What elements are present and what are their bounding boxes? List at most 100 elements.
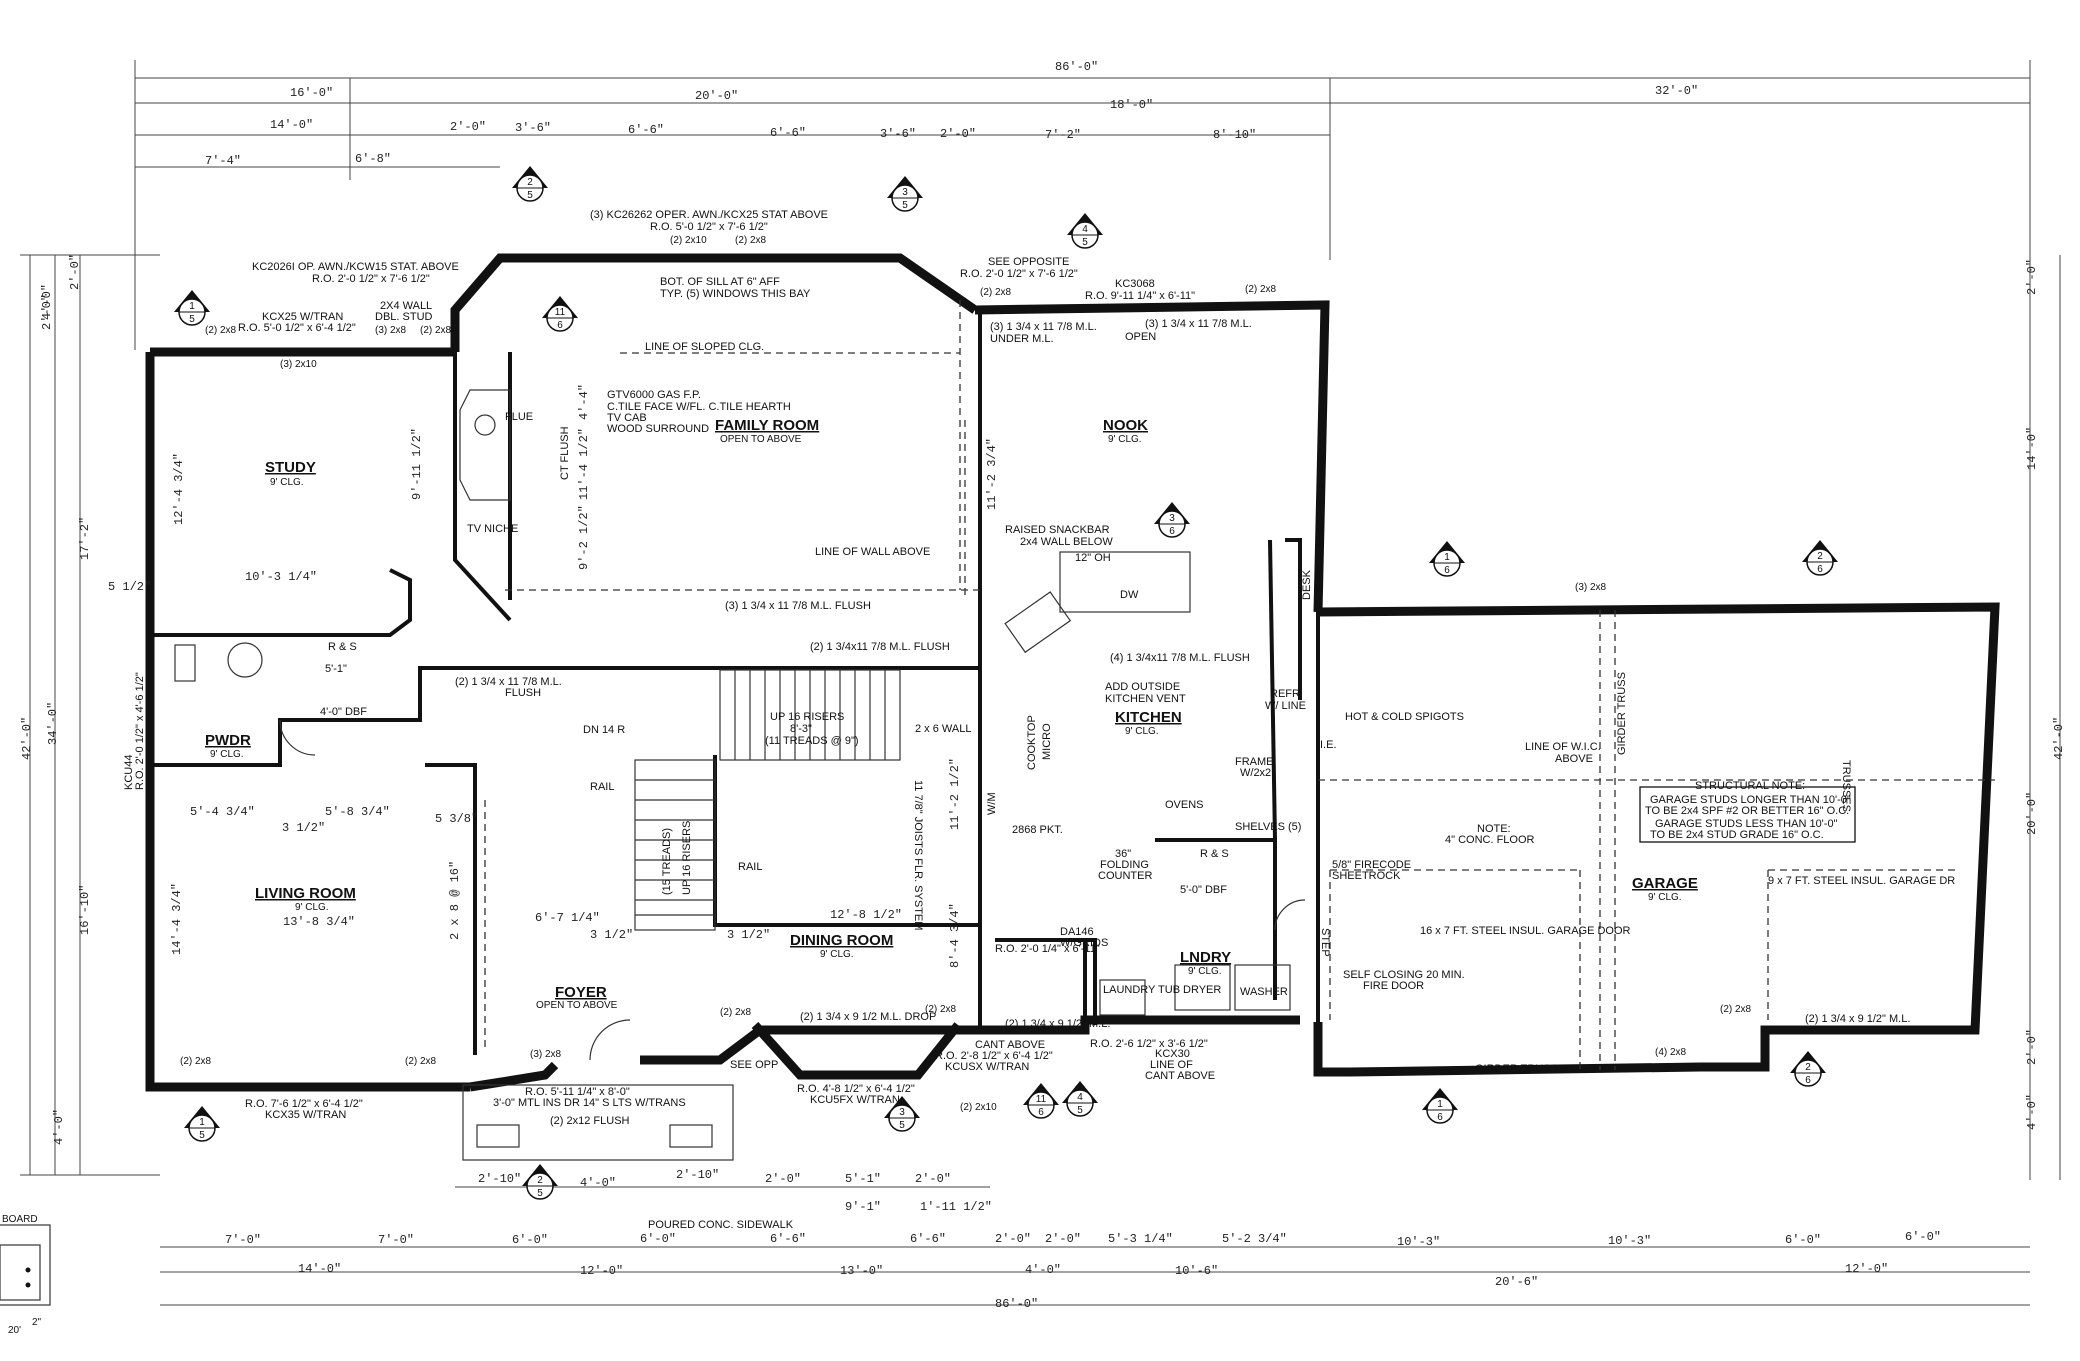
note-spigots: HOT & COLD SPIGOTS (1345, 711, 1464, 723)
section-marker-top: 1 (199, 1117, 205, 1128)
dim-3-12: 3 1/2" (282, 821, 325, 835)
note-frame2: W/2x2 (1240, 767, 1271, 779)
note-wm: W/M (986, 792, 998, 815)
dim-bot-r2-0: 7'-0" (225, 1233, 261, 1247)
dim-right-1: 14'-0" (2025, 427, 2039, 470)
note-cooktop1: COOKTOP (1026, 715, 1038, 770)
structural-note-box (1639, 786, 1856, 843)
left-dimension-lines (20, 254, 160, 1176)
top-dims-row1: 16'-0" 20'-0" 18'-0" 32'-0" (290, 84, 1698, 112)
fixtures: DW (174, 389, 1856, 1161)
note-open: OPEN (1125, 331, 1156, 343)
note-flush3: (4) 1 3/4x11 7/8 M.L. FLUSH (1110, 652, 1250, 664)
dim-bot-r2-4: 6'-6" (770, 1232, 806, 1246)
section-marker-8: 15 (184, 1106, 220, 1142)
note-kcu5fx: KCU5FX W/TRAN (810, 1094, 900, 1106)
dim-top-r1-2: 18'-0" (1110, 98, 1153, 112)
window-tag-14: (2) 2x10 (960, 1102, 997, 1113)
note-kc2026: KC2026I OP. AWN./KCW15 STAT. ABOVE (252, 261, 459, 273)
section-marker-bottom: 6 (1805, 1075, 1811, 1086)
note-dbf2: 5'-0" DBF (1180, 884, 1227, 896)
dim-right-2: 20'-0" (2025, 792, 2039, 835)
note-wall-above: LINE OF WALL ABOVE (815, 546, 930, 558)
note-ml-open: (3) 1 3/4 x 11 7/8 M.L. (1145, 318, 1252, 330)
section-marker-bottom: 5 (199, 1130, 205, 1141)
note-ro-dining: R.O. 4'-8 1/2" x 6'-4 1/2" (797, 1083, 915, 1095)
section-marker-9: 25 (522, 1164, 558, 1200)
note-wall-stud2: DBL. STUD (375, 311, 433, 323)
room-foyer-name: FOYER (555, 984, 607, 1001)
dim-fam-h3: 4'-4" (577, 384, 591, 420)
section-marker-top: 2 (527, 177, 533, 188)
board-label: BOARD (2, 1214, 38, 1225)
note-ro-living: R.O. 7'-6 1/2" x 6'-4 1/2" (245, 1098, 363, 1110)
section-marker-bottom: 5 (1077, 1105, 1083, 1116)
dim-top-r1-0: 16'-0" (290, 86, 333, 100)
dim-dining-w: 12'-8 1/2" (830, 908, 902, 922)
room-study-clg: 9' CLG. (270, 477, 304, 488)
note-dryer: DRYER (1183, 984, 1221, 996)
note-cooktop2: MICRO (1041, 723, 1053, 760)
note-girder-truss: GIRDER TRUSS (1616, 672, 1628, 755)
dim-right-0: 2'-0" (2025, 259, 2039, 295)
note-washer: WASHER (1240, 986, 1288, 998)
window-tag-15: (2) 2x8 (1720, 1004, 1752, 1015)
dim-bot-r3-2: 13'-0" (840, 1264, 883, 1278)
dim-bot-r2-6: 2'-0" (995, 1232, 1031, 1246)
section-marker-11: 116 (1023, 1083, 1059, 1119)
room-kitchen-name: KITCHEN (1115, 709, 1182, 726)
section-marker-10: 35 (884, 1096, 920, 1132)
room-dining-name: DINING ROOM (790, 932, 893, 949)
dim-top-r3-1: 6'-8" (355, 152, 391, 166)
note-kc3068-ro: R.O. 9'-11 1/4" x 6'-11" (1085, 290, 1195, 302)
dim-bot-r1-5: 2'-0" (915, 1172, 951, 1186)
section-marker-top: 4 (1082, 224, 1088, 235)
dim-top-r2-2: 3'-6" (515, 121, 551, 135)
section-marker-7: 26 (1802, 540, 1838, 576)
note-wall-2x6: 2 x 6 WALL (915, 723, 971, 735)
dim-bot-r1-7: 1'-11 1/2" (920, 1200, 992, 1214)
note-ro-kcx30: R.O. 2'-6 1/2" x 3'-6 1/2" (1090, 1038, 1208, 1050)
note-dn: DN 14 R (583, 724, 625, 736)
dim-right-3: 2'-0" (2025, 1029, 2039, 1065)
dim-top-r1-1: 20'-0" (695, 89, 738, 103)
section-marker-top: 3 (899, 1107, 905, 1118)
section-marker-bottom: 6 (1817, 564, 1823, 575)
dim-bot-r2-5: 6'-6" (910, 1232, 946, 1246)
note-shelves: SHELVES (5) (1235, 821, 1301, 833)
note-firecode1: 5/8" FIRECODE (1332, 859, 1411, 871)
section-marker-bottom: 6 (1038, 1107, 1044, 1118)
dim-top-r2-4: 6'-6" (770, 126, 806, 140)
window-tag-5: (2) 2x8 (735, 235, 767, 246)
dim-fam-h2: 11'-4 1/2" (577, 428, 591, 500)
window-tag-3: (2) 2x8 (420, 325, 452, 336)
dim-top-r2-1: 2'-0" (450, 120, 486, 134)
dim-top-r1-3: 32'-0" (1655, 84, 1698, 98)
note-flush4: (2) 1 3/4 x 11 7/8 M.L. (455, 676, 562, 688)
note-tv-niche: TV NICHE (467, 523, 518, 535)
dim-right-overall: 42'-0" (2052, 717, 2066, 760)
section-marker-top: 4 (1077, 1092, 1083, 1103)
dim-living-w2: 5'-8 3/4" (325, 805, 390, 819)
dim-3-12b: 3 1/2" (590, 928, 633, 942)
window-tag-8: (3) 2x8 (1575, 582, 1607, 593)
dim-sheet-a: 2 x 8 @ 16" (448, 861, 462, 940)
note-snackbar1: RAISED SNACKBAR (1005, 524, 1110, 536)
dim-dining-h2: 11'-2 1/2" (948, 758, 962, 830)
dim-bot-r2-13: 6'-0" (1905, 1230, 1941, 1244)
note-risers-16: UP 16 RISERS (681, 821, 693, 895)
section-marker-bottom: 5 (902, 200, 908, 211)
note-rs2: R & S (1200, 848, 1229, 860)
corner-dim-1: 2" (32, 1317, 42, 1328)
note-see-opposite: SEE OPPOSITE (988, 256, 1069, 268)
window-tag-9: (2) 2x8 (180, 1056, 212, 1067)
dim-left-5: 4'-0" (52, 1109, 66, 1145)
note-frame1: FRAME (1235, 756, 1274, 768)
section-marker-top: 11 (1036, 1094, 1047, 1105)
section-marker-2: 45 (1067, 213, 1103, 249)
note-ro-2-0: R.O. 2'-0 1/4" x 6'-11" (995, 943, 1100, 955)
note-flush4b: FLUSH (505, 687, 541, 699)
note-kcu44: KCU44 (123, 755, 135, 790)
room-laundry-clg: 9' CLG. (1188, 966, 1222, 977)
note-self-closing2: FIRE DOOR (1363, 980, 1424, 992)
